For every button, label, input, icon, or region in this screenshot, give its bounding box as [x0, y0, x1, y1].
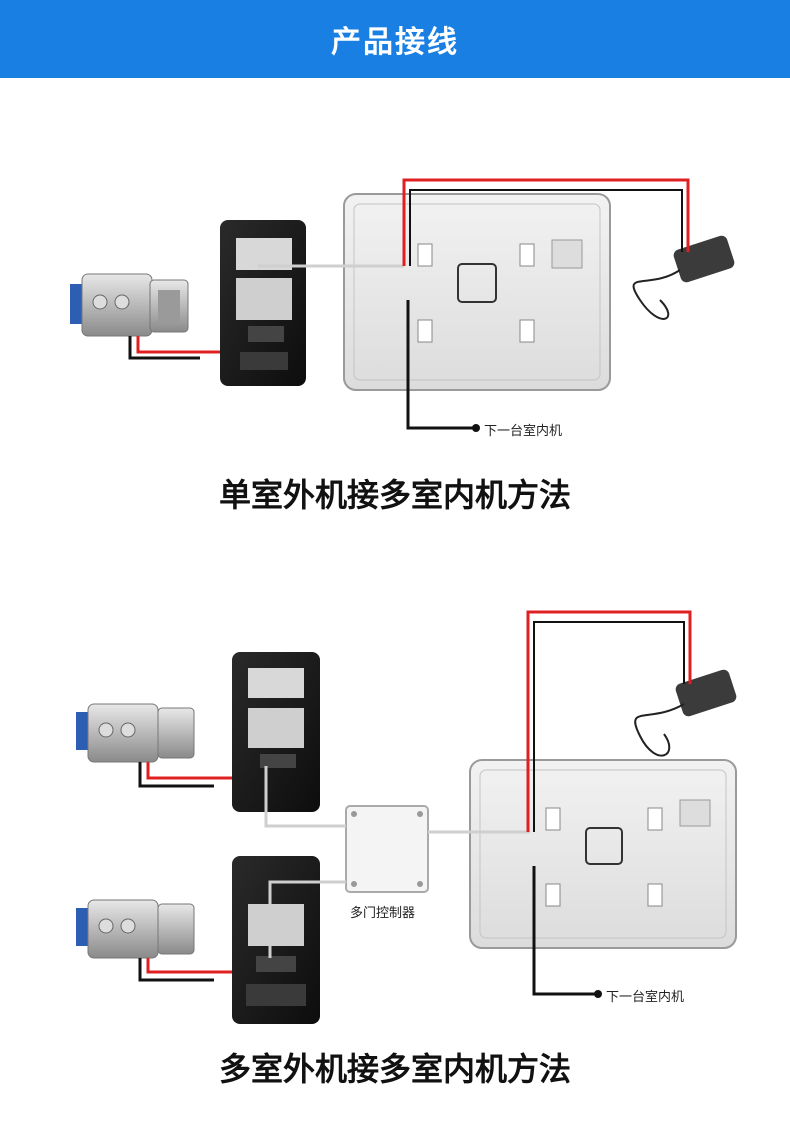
connector-dot: [472, 424, 480, 432]
diagram1-caption: 单室外机接多室内机方法: [218, 476, 571, 514]
outdoor-unit-icon: [220, 220, 306, 386]
power-adapter-icon: [634, 669, 737, 757]
next-indoor-unit-label: 下一台室内机: [606, 990, 685, 1005]
header-banner: 产品接线: [0, 0, 790, 78]
multi-door-controller-icon: [345, 805, 429, 893]
header-title: 产品接线: [331, 25, 459, 60]
indoor-monitor-icon: [469, 759, 737, 949]
electric-lock-icon: [70, 273, 189, 337]
next-indoor-unit-label: 下一台室内机: [484, 424, 563, 439]
diagram2-caption: 多室外机接多室内机方法: [218, 1050, 571, 1088]
indoor-monitor-icon: [343, 193, 611, 391]
electric-lock-icon: [76, 899, 195, 959]
multi-door-controller-label: 多门控制器: [350, 906, 416, 921]
electric-lock-icon: [76, 703, 195, 763]
outdoor-unit-icon: [232, 856, 320, 1024]
connector-dot: [594, 990, 602, 998]
outdoor-unit-icon: [232, 652, 320, 812]
power-adapter-icon: [632, 235, 735, 320]
